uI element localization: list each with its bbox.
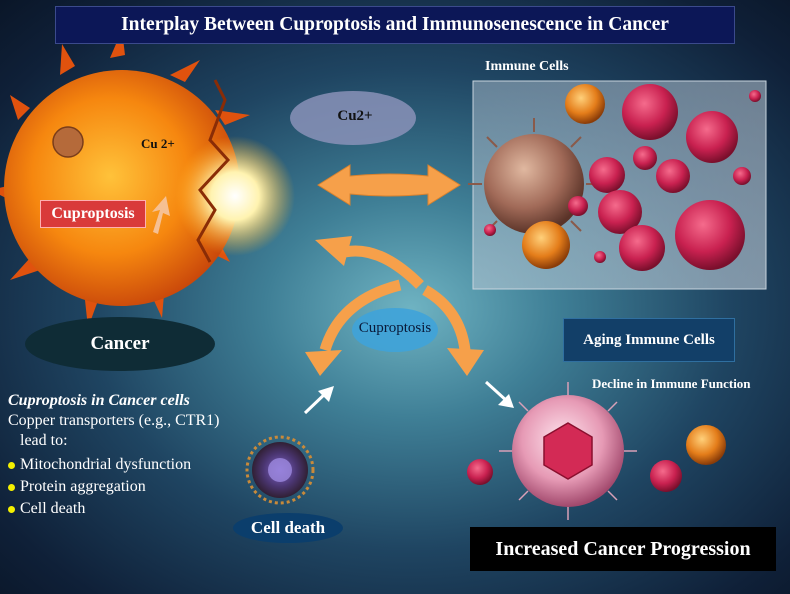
cu2-sun-label: Cu 2+ bbox=[141, 136, 175, 151]
info-bullet-list: Mitochondrial dysfunction Protein aggreg… bbox=[8, 456, 248, 518]
bullet-dot-icon bbox=[8, 505, 15, 513]
cell-death-ellipse bbox=[233, 513, 343, 543]
immune-cells-label: Immune Cells bbox=[485, 59, 569, 74]
info-line2: lead to: bbox=[20, 432, 68, 449]
cell-death-label: Cell death bbox=[250, 518, 326, 537]
bullet-dot-icon bbox=[8, 461, 15, 469]
small-moon bbox=[52, 126, 84, 158]
info-bullet: Mitochondrial dysfunction bbox=[8, 456, 248, 474]
info-line1: Copper transporters (e.g., CTR1) bbox=[8, 412, 220, 429]
cu2-bubble-label: Cu2+ bbox=[337, 108, 373, 124]
cuproptosis-center-ellipse bbox=[352, 308, 438, 352]
small-up-arrow bbox=[152, 196, 170, 234]
double-arrow bbox=[317, 164, 461, 206]
cuproptosis-sun-badge: Cuproptosis bbox=[40, 200, 146, 228]
info-bullet: Protein aggregation bbox=[8, 478, 248, 496]
cycle-arrow-heads bbox=[305, 236, 484, 376]
burst-glow bbox=[175, 136, 295, 256]
cycle-arrows bbox=[319, 245, 471, 352]
dying-cell bbox=[245, 435, 315, 505]
decline-immune-function-label: Decline in Immune Function bbox=[592, 376, 751, 391]
cancer-label: Cancer bbox=[90, 333, 150, 354]
info-heading: Cuproptosis in Cancer cells bbox=[8, 392, 190, 409]
aging-immune-cells-cluster bbox=[467, 382, 726, 520]
aging-immune-cells-box: Aging Immune Cells bbox=[563, 318, 735, 362]
bullet-dot-icon bbox=[8, 483, 15, 491]
cuproptosis-center-label: Cuproptosis bbox=[358, 320, 432, 336]
sun-crack bbox=[196, 79, 231, 263]
info-panel: Cuproptosis in Cancer cells Copper trans… bbox=[8, 392, 248, 518]
cancer-ellipse bbox=[25, 317, 215, 371]
page-title: Interplay Between Cuproptosis and Immuno… bbox=[55, 6, 735, 44]
cu2-ellipse bbox=[290, 91, 416, 145]
white-arrows bbox=[303, 380, 514, 415]
info-bullet: Cell death bbox=[8, 500, 248, 518]
increased-progression-box: Increased Cancer Progression bbox=[470, 527, 776, 571]
immune-cells-cluster bbox=[468, 84, 761, 271]
